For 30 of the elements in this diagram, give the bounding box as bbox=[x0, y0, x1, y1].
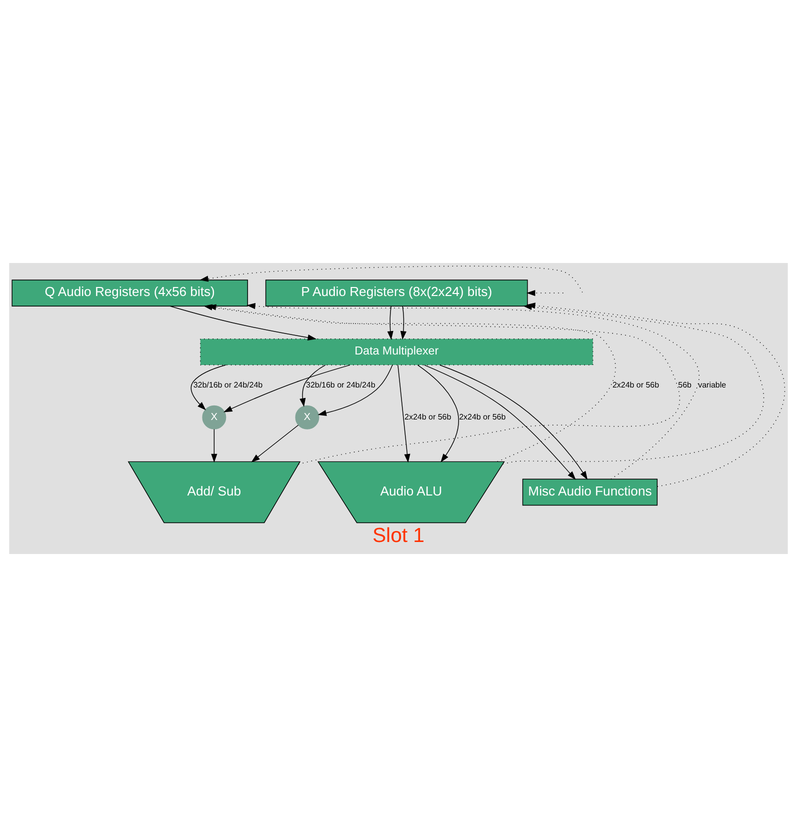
edge-label: 56b bbox=[678, 380, 692, 389]
arrow bbox=[387, 305, 394, 340]
arrow bbox=[318, 364, 393, 416]
edge-label: 2x24b or 56b bbox=[404, 412, 452, 421]
edge-label: variable bbox=[698, 380, 726, 389]
caption: Slot 1 bbox=[372, 524, 425, 546]
node-circle: X bbox=[202, 404, 226, 429]
arrow bbox=[190, 364, 226, 410]
arrow bbox=[400, 305, 406, 340]
arrow bbox=[398, 364, 410, 462]
edge-label: 32b/16b or 24b/24b bbox=[306, 380, 376, 389]
edge-label: 2x24b or 56b bbox=[612, 380, 660, 389]
arrow bbox=[526, 302, 786, 486]
arrow bbox=[223, 364, 350, 412]
arrow bbox=[211, 428, 218, 462]
node-box: Data Multiplexer bbox=[200, 338, 594, 365]
arrow bbox=[300, 364, 326, 407]
arrow bbox=[251, 424, 299, 462]
edge-label: 2x24b or 56b bbox=[459, 412, 506, 421]
node-box: Misc Audio Functions bbox=[522, 478, 658, 506]
arrow bbox=[526, 289, 564, 296]
node-box: Q Audio Registers (4x56 bits) bbox=[12, 279, 248, 306]
arrow bbox=[417, 364, 459, 462]
arrow bbox=[170, 305, 316, 340]
arrow bbox=[200, 265, 583, 292]
arrow bbox=[424, 364, 576, 480]
edge-label: 32b/16b or 24b/24b bbox=[193, 380, 263, 389]
node-circle: X bbox=[295, 404, 320, 429]
arrow bbox=[439, 364, 588, 480]
node-box: P Audio Registers (8x(2x24) bits) bbox=[265, 279, 528, 306]
